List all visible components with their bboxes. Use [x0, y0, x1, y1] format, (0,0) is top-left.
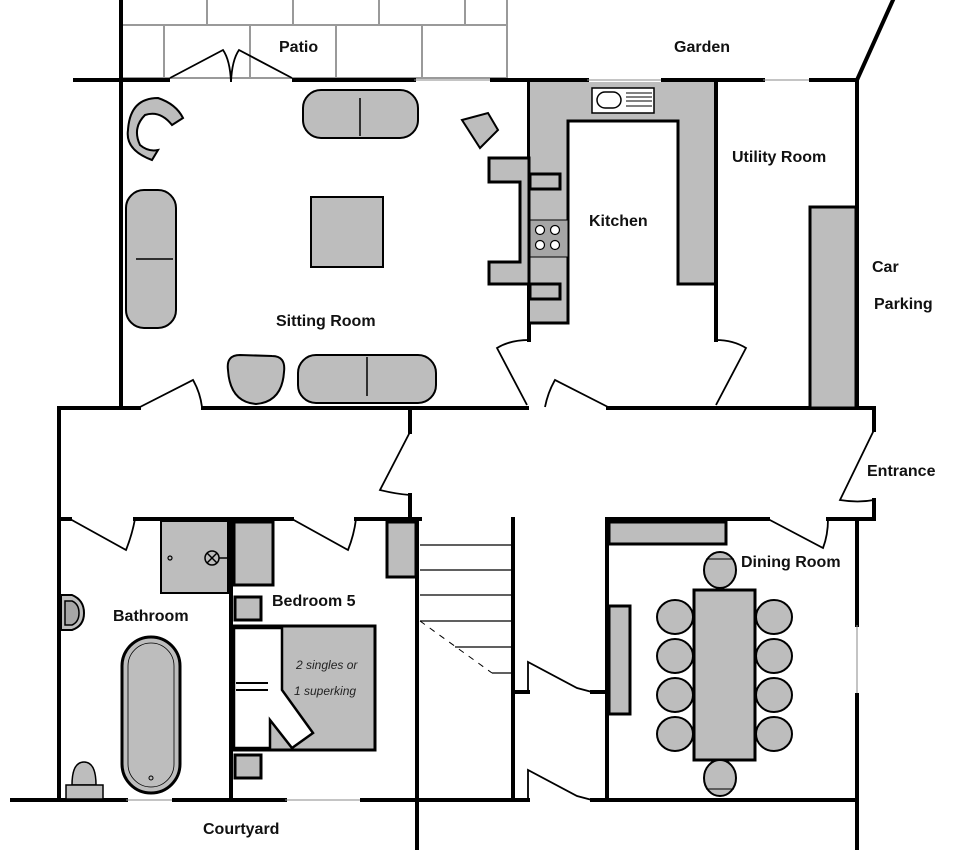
garden-label: Garden	[674, 39, 730, 56]
bathroom-fixtures	[60, 520, 229, 800]
entrance-label: Entrance	[867, 463, 936, 480]
dining-chairs	[656, 551, 793, 797]
bathroom-label: Bathroom	[113, 608, 189, 625]
sitting-room-label: Sitting Room	[276, 313, 376, 330]
bedroom5-furniture	[231, 520, 418, 780]
bed-note-line2: 1 superking	[294, 684, 356, 698]
bedroom5-label: Bedroom 5	[272, 593, 356, 610]
doors	[69, 48, 875, 801]
kitchen-label: Kitchen	[589, 213, 648, 230]
kitchen-units	[487, 82, 716, 325]
utility-room-label: Utility Room	[732, 149, 826, 166]
car-parking-label-line1: Car	[872, 259, 899, 276]
bed-note-line1: 2 singles or	[295, 658, 358, 672]
patio-label: Patio	[279, 39, 318, 56]
dining-room-furniture	[607, 520, 793, 797]
patio-paving	[122, 0, 508, 79]
courtyard-label: Courtyard	[203, 821, 279, 838]
sitting-room-furniture	[125, 89, 500, 406]
car-parking-label-line2: Parking	[874, 296, 933, 313]
staircase	[419, 544, 512, 674]
dining-room-label: Dining Room	[741, 554, 841, 571]
utility-units	[808, 205, 858, 410]
